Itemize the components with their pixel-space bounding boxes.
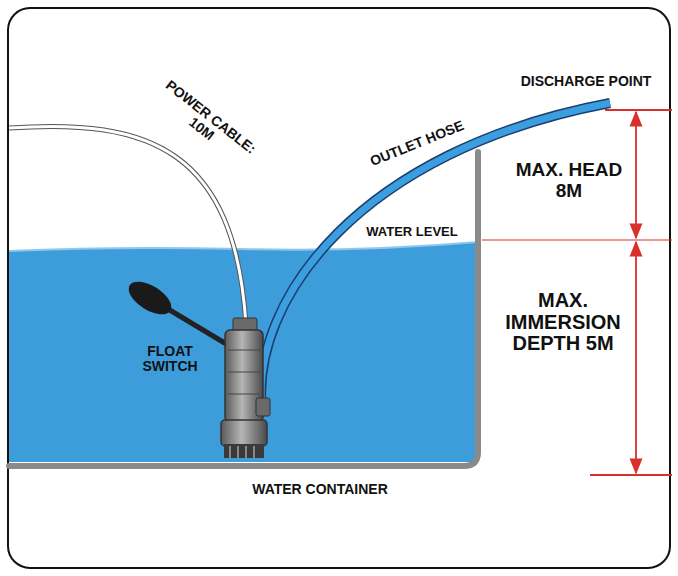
dimension-label-box: MAX. HEAD 8M [510, 160, 628, 201]
water-level-label: WATER LEVEL [352, 225, 472, 239]
container-label: WATER CONTAINER [220, 482, 420, 497]
frame [8, 8, 670, 568]
water-surface [9, 242, 478, 251]
water-level-label-box: WATER LEVEL [352, 225, 472, 239]
water [9, 242, 478, 462]
outlet-hose [261, 103, 610, 410]
dimension-label: MAX. HEAD 8M [510, 160, 628, 201]
dimension-label-box: MAX. IMMERSION DEPTH 5M [494, 290, 632, 355]
discharge-label-box: DISCHARGE POINT [500, 74, 672, 89]
power-cable-core [9, 126, 246, 325]
dimension-label: MAX. IMMERSION DEPTH 5M [494, 290, 632, 355]
outlet-hose-core [261, 103, 610, 410]
discharge-label: DISCHARGE POINT [500, 74, 672, 89]
float-label-box: FLOAT SWITCH [126, 344, 214, 374]
float-label: FLOAT SWITCH [126, 344, 214, 374]
pump [221, 318, 270, 458]
power-cable [9, 126, 246, 325]
container-label-box: WATER CONTAINER [220, 482, 420, 497]
float-switch [123, 275, 176, 321]
dimension-lines [482, 110, 672, 475]
